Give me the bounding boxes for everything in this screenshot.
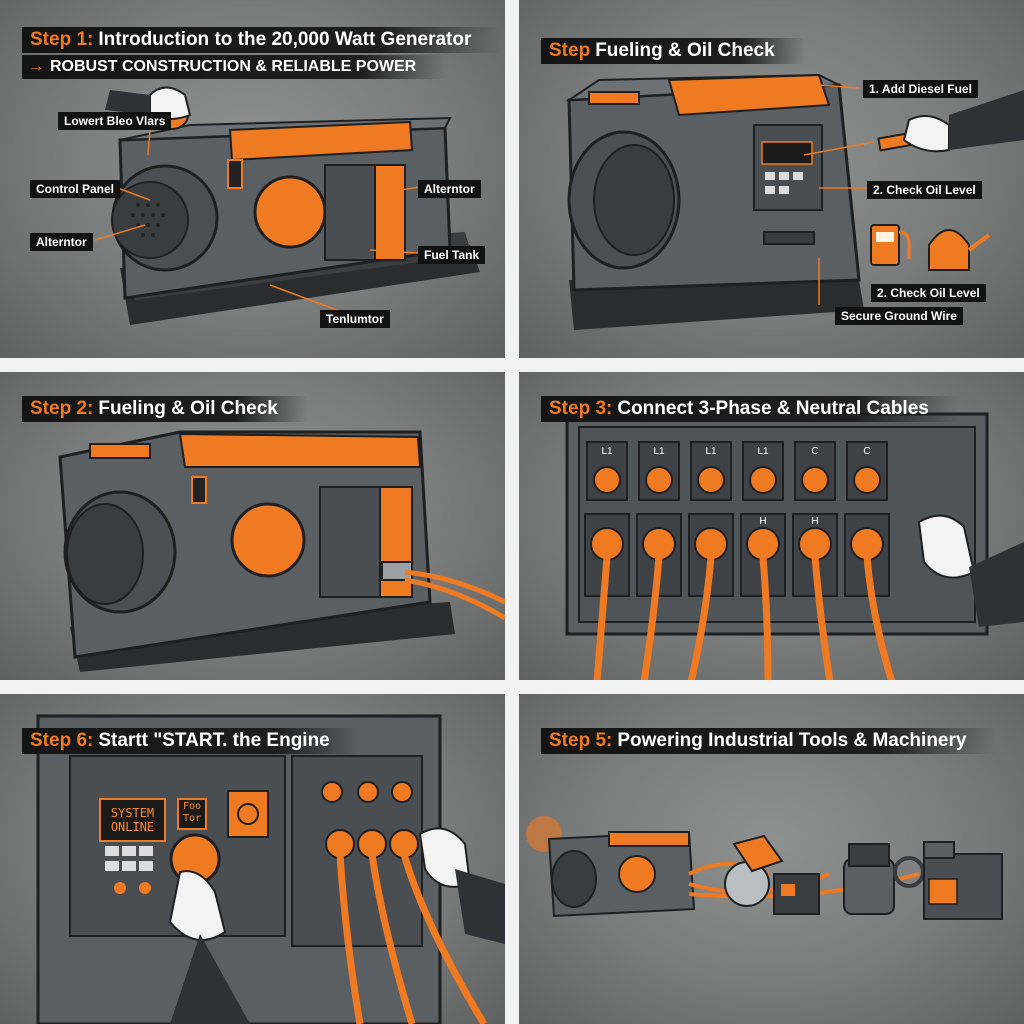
control-panel-illustration xyxy=(36,714,505,1024)
cable xyxy=(593,556,611,680)
terminal-label-bottom: H xyxy=(811,516,819,527)
panel-step-2: Step 2: Fueling & Oil Check xyxy=(0,372,505,680)
panel-step-3: Step 3: Connect 3-Phase & Neutral Cables… xyxy=(519,372,1024,680)
step-number: Step 2: xyxy=(30,398,94,419)
gear-icon xyxy=(237,803,259,825)
tools-illustration xyxy=(526,816,1003,920)
cable-connector[interactable] xyxy=(746,527,780,561)
terminal-board-illustration xyxy=(565,412,1024,680)
step-title: Step 6: Startt "START. the Engine xyxy=(22,728,360,754)
step-title: Step 5: Powering Industrial Tools & Mach… xyxy=(541,728,997,754)
cable-connector[interactable] xyxy=(590,527,624,561)
cable-connector[interactable] xyxy=(798,527,832,561)
terminal-label-top: L1 xyxy=(653,446,665,457)
step-title: Step 2: Fueling & Oil Check xyxy=(22,396,308,422)
subtitle-text: ROBUST CONSTRUCTION & RELIABLE POWER xyxy=(50,58,417,75)
label-check-oil-1: 2. Check Oil Level xyxy=(867,181,982,199)
step-title-text: Fueling & Oil Check xyxy=(595,40,775,61)
cable xyxy=(863,556,896,680)
label-lower-vents: Lowert Bleo Vlars xyxy=(58,112,172,130)
terminal-switch[interactable] xyxy=(593,466,621,494)
panel-fueling: Step Fueling & Oil Check 1. Add Diesel F… xyxy=(519,0,1024,358)
step-subtitle: → ROBUST CONSTRUCTION & RELIABLE POWER xyxy=(22,55,447,79)
label-check-oil-2: 2. Check Oil Level xyxy=(871,284,986,302)
label-fuel-tank: Fuel Tank xyxy=(418,246,486,264)
label-ground-wire: Secure Ground Wire xyxy=(835,307,963,325)
system-online-display: SYSTEM ONLINE xyxy=(110,806,155,834)
cable xyxy=(759,556,772,680)
step-title-text: Connect 3-Phase & Neutral Cables xyxy=(617,398,929,419)
step-title-text: Fueling & Oil Check xyxy=(98,398,278,419)
cable xyxy=(640,556,663,680)
label-control-panel: Control Panel xyxy=(30,180,121,198)
label-alternator-left: Alterntor xyxy=(30,233,93,251)
terminal-label-top: C xyxy=(863,446,871,457)
cable xyxy=(811,556,834,680)
generator-illustration xyxy=(58,430,505,672)
panel-step-6: Step 6: Startt "START. the Engine SYSTEM… xyxy=(0,694,505,1024)
cable-connector[interactable] xyxy=(694,527,728,561)
cable-connector[interactable] xyxy=(642,527,676,561)
terminal-switch[interactable] xyxy=(853,466,881,494)
cable xyxy=(687,556,715,680)
label-alternator-right: Alterntor xyxy=(418,180,481,198)
step-title: Step 1: Introduction to the 20,000 Watt … xyxy=(22,27,502,53)
step-title-text: Startt "START. the Engine xyxy=(98,730,330,751)
panel-step-5: Step 5: Powering Industrial Tools & Mach… xyxy=(519,694,1024,1024)
step-number: Step 1: xyxy=(30,29,94,50)
step-title: Step Fueling & Oil Check xyxy=(541,38,805,64)
terminal-switch[interactable] xyxy=(645,466,673,494)
terminal-label-top: L1 xyxy=(601,446,613,457)
step-title-text: Powering Industrial Tools & Machinery xyxy=(617,730,967,751)
step-number: Step 5: xyxy=(549,730,613,751)
terminal-label-bottom: H xyxy=(759,516,767,527)
terminal-switch[interactable] xyxy=(801,466,829,494)
step-number: Step 6: xyxy=(30,730,94,751)
step-title: Step 3: Connect 3-Phase & Neutral Cables xyxy=(541,396,959,422)
panel-step-1: Step 1: Introduction to the 20,000 Watt … xyxy=(0,0,505,358)
terminal-switch[interactable] xyxy=(749,466,777,494)
label-terminator: Tenlumtor xyxy=(320,310,390,328)
terminal-label-top: C xyxy=(811,446,819,457)
step-number: Step xyxy=(549,40,591,61)
label-add-fuel: 1. Add Diesel Fuel xyxy=(863,80,978,98)
step-title-text: Introduction to the 20,000 Watt Generato… xyxy=(98,29,472,50)
small-display: Foo Tor xyxy=(182,801,202,824)
terminal-label-top: L1 xyxy=(705,446,717,457)
arrow-right-icon: → xyxy=(28,58,44,75)
generator-illustration xyxy=(94,86,480,325)
terminal-label-top: L1 xyxy=(757,446,769,457)
cable-connector[interactable] xyxy=(850,527,884,561)
terminal-switch[interactable] xyxy=(697,466,725,494)
generator-illustration xyxy=(565,73,1024,330)
step-number: Step 3: xyxy=(549,398,613,419)
